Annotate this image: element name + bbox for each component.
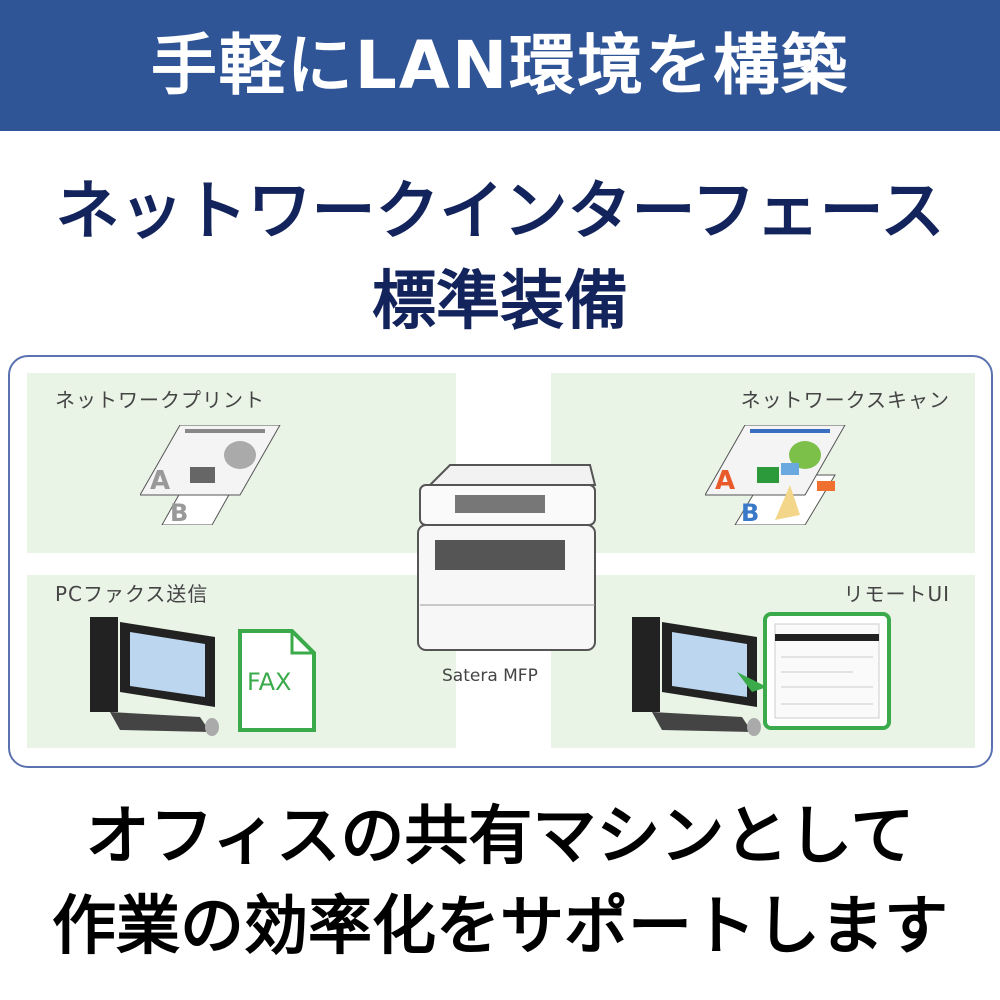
label-network-scan: ネットワークスキャン: [740, 388, 950, 412]
mfp-printer-icon: [417, 464, 597, 651]
label-pc-fax: PCファクス送信: [55, 582, 209, 606]
mfp-label: Satera MFP: [442, 666, 538, 686]
label-network-print: ネットワークプリント: [55, 388, 265, 412]
svg-text:A: A: [715, 466, 735, 496]
label-remote-ui: リモートUI: [843, 582, 950, 606]
svg-text:B: B: [741, 499, 759, 525]
scan-documents-icon: A B: [705, 425, 846, 525]
remote-ui-window-icon: [763, 612, 891, 730]
footer-line1: オフィスの共有マシンとして: [85, 800, 915, 874]
footer-line2: 作業の効率化をサポートします: [52, 890, 948, 964]
remote-pc-icon: [632, 617, 767, 736]
pc-computer-icon: [90, 617, 219, 736]
fax-label: FAX: [247, 668, 292, 696]
fax-document-icon: [238, 629, 316, 732]
svg-text:A: A: [150, 466, 170, 496]
diagram-frame: [8, 355, 993, 768]
svg-text:B: B: [170, 499, 188, 525]
headline-line1: ネットワークインターフェース: [55, 175, 945, 249]
headline-line2: 標準装備: [372, 265, 628, 339]
print-documents-icon: A B: [140, 425, 281, 525]
header-banner: 手軽にLAN環境を構築: [0, 0, 1000, 131]
